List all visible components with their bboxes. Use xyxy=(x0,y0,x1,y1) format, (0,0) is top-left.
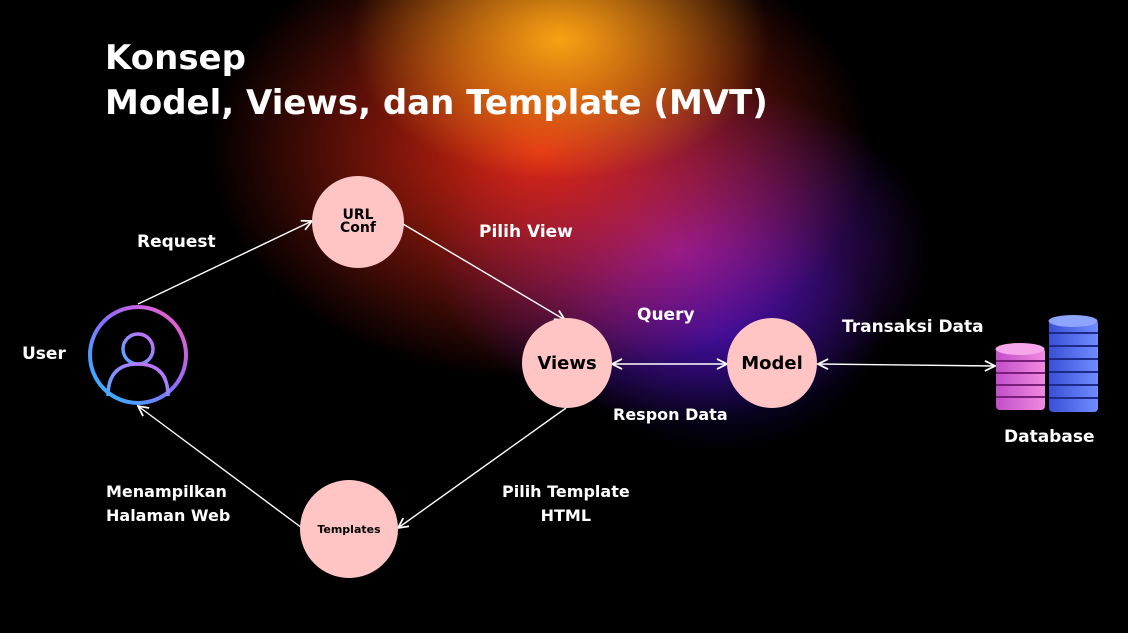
templates-node: Templates xyxy=(300,480,398,578)
pilih-template-line-2: HTML xyxy=(540,506,592,525)
arrow-pilih-view xyxy=(402,223,565,320)
url-conf-node: URL Conf xyxy=(312,176,404,268)
title-line-1: Konsep xyxy=(105,38,246,78)
views-label: Views xyxy=(537,352,597,374)
pilih-view-label: Pilih View xyxy=(479,222,573,242)
arrow-menampilkan xyxy=(138,406,303,529)
title-line-2: Model, Views, dan Template (MVT) xyxy=(105,83,768,123)
user-label: User xyxy=(22,344,66,364)
menampilkan-line-1: Menampilkan xyxy=(106,482,227,501)
database-icon xyxy=(995,315,1098,412)
model-node: Model xyxy=(727,318,817,408)
arrow-pilih-template xyxy=(398,407,567,528)
query-label: Query xyxy=(637,305,695,325)
arrow-transaksi-data xyxy=(818,364,995,366)
templates-label: Templates xyxy=(317,522,381,536)
menampilkan-label: Menampilkan Halaman Web xyxy=(106,480,230,528)
arrow-request xyxy=(137,221,312,305)
menampilkan-line-2: Halaman Web xyxy=(106,506,231,525)
pilih-template-label: Pilih Template HTML xyxy=(502,480,630,528)
respon-data-label: Respon Data xyxy=(613,405,728,424)
pilih-template-line-1: Pilih Template xyxy=(502,482,630,501)
transaksi-data-label: Transaksi Data xyxy=(842,317,984,337)
url-conf-label-line-2: Conf xyxy=(340,220,376,236)
model-label: Model xyxy=(741,352,803,374)
page-title: Konsep Model, Views, dan Template (MVT) xyxy=(105,36,768,126)
views-node: Views xyxy=(522,318,612,408)
user-icon xyxy=(88,305,188,405)
request-label: Request xyxy=(137,232,216,252)
url-conf-label-line-1: URL xyxy=(342,207,374,223)
database-label: Database xyxy=(1004,427,1095,447)
